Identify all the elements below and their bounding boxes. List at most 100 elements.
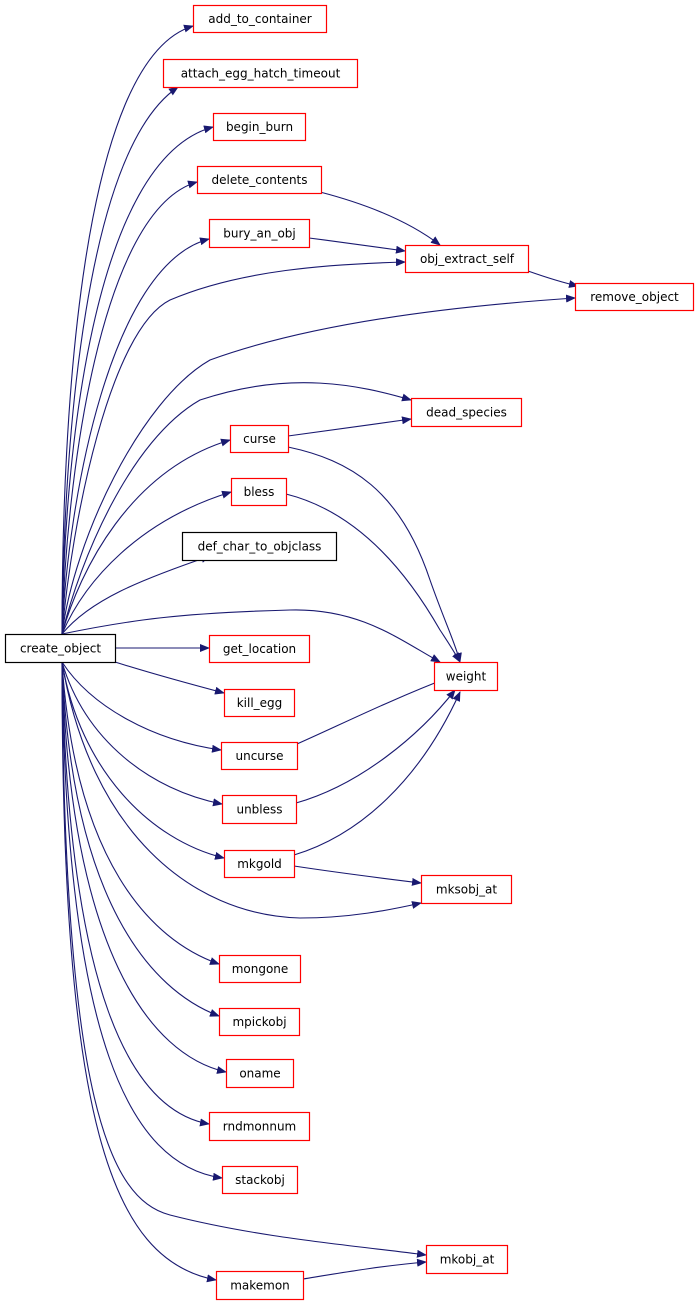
node-box-def_char_to_objclass: [181, 531, 338, 562]
node-makemon[interactable]: makemon: [215, 1270, 305, 1301]
edge-obj_extract_self-to-remove_object: [527, 270, 579, 288]
node-uncurse[interactable]: uncurse: [220, 741, 299, 771]
node-add_to_container[interactable]: add_to_container: [192, 4, 328, 34]
node-label-mkobj_at: mkobj_at: [440, 1253, 495, 1267]
node-create_object: create_object: [4, 633, 117, 664]
node-label-mpickobj: mpickobj: [232, 1015, 286, 1029]
node-label-makemon: makemon: [230, 1279, 290, 1293]
node-box-kill_egg: [223, 688, 296, 718]
node-box-mksobj_at: [420, 874, 513, 905]
edge-create_object-to-remove_object: [61, 294, 576, 635]
node-label-mksobj_at: mksobj_at: [436, 883, 498, 897]
edge-curse-to-dead_species: [287, 416, 412, 437]
edge-makemon-to-mkobj_at: [302, 1258, 427, 1280]
edge-create_object-to-attach_egg_hatch_timeout: [61, 86, 179, 635]
node-box-dead_species: [410, 397, 523, 428]
node-label-unbless: unbless: [236, 803, 282, 817]
node-mongone[interactable]: mongone: [218, 954, 302, 984]
node-attach_egg_hatch_timeout[interactable]: attach_egg_hatch_timeout: [162, 58, 359, 89]
edge-create_object-to-bless: [61, 490, 232, 635]
node-label-dead_species: dead_species: [426, 406, 507, 420]
edge-create_object-to-oname: [61, 661, 227, 1074]
node-box-bury_an_obj: [208, 218, 311, 249]
edge-create_object-to-def_char_to_objclass: [61, 555, 211, 635]
node-label-begin_burn: begin_burn: [226, 120, 293, 134]
node-label-delete_contents: delete_contents: [212, 173, 308, 187]
edge-unbless-to-weight: [295, 689, 456, 804]
node-box-mkgold: [223, 849, 296, 879]
edge-uncurse-to-weight: [296, 676, 451, 745]
node-label-remove_object: remove_object: [590, 290, 679, 304]
node-weight[interactable]: weight: [433, 661, 499, 692]
node-mpickobj[interactable]: mpickobj: [218, 1007, 301, 1037]
edge-create_object-to-mongone: [61, 661, 220, 965]
node-box-bless: [230, 477, 288, 507]
node-obj_extract_self[interactable]: obj_extract_self: [404, 244, 530, 274]
edge-delete_contents-to-obj_extract_self: [319, 191, 441, 246]
node-label-mongone: mongone: [232, 962, 289, 976]
edge-create_object-to-uncurse: [61, 661, 222, 753]
node-delete_contents[interactable]: delete_contents: [196, 165, 323, 195]
node-label-add_to_container: add_to_container: [208, 12, 312, 26]
node-label-oname: oname: [239, 1067, 280, 1081]
edge-create_object-to-kill_egg: [114, 661, 225, 695]
edge-create_object-to-mkgold: [61, 661, 225, 860]
node-def_char_to_objclass: def_char_to_objclass: [181, 531, 338, 562]
node-box-begin_burn: [212, 112, 307, 142]
node-get_location[interactable]: get_location: [208, 634, 311, 664]
node-box-mpickobj: [218, 1007, 301, 1037]
node-box-delete_contents: [196, 165, 323, 195]
node-curse[interactable]: curse: [229, 424, 290, 454]
edge-create_object-to-weight: [61, 609, 441, 663]
node-label-attach_egg_hatch_timeout: attach_egg_hatch_timeout: [181, 67, 341, 81]
edge-create_object-to-rndmonnum: [61, 661, 210, 1127]
edge-mkgold-to-weight: [293, 691, 461, 856]
node-kill_egg[interactable]: kill_egg: [223, 688, 296, 718]
node-mkgold[interactable]: mkgold: [223, 849, 296, 879]
node-label-uncurse: uncurse: [236, 749, 284, 763]
edge-create_object-to-begin_burn: [61, 125, 214, 635]
node-box-mongone: [218, 954, 302, 984]
node-label-bury_an_obj: bury_an_obj: [223, 227, 296, 241]
edge-create_object-to-mksobj_at: [61, 661, 422, 919]
node-remove_object[interactable]: remove_object: [574, 282, 695, 312]
node-box-attach_egg_hatch_timeout: [162, 58, 359, 89]
node-box-remove_object: [574, 282, 695, 312]
edge-create_object-to-makemon: [61, 661, 217, 1283]
node-label-mkgold: mkgold: [237, 857, 282, 871]
node-box-uncurse: [220, 741, 299, 771]
edge-create_object-to-mpickobj: [61, 661, 220, 1017]
edge-bless-to-weight: [285, 493, 461, 663]
node-label-create_object: create_object: [20, 642, 101, 656]
node-begin_burn[interactable]: begin_burn: [212, 112, 307, 142]
node-mkobj_at[interactable]: mkobj_at: [425, 1244, 509, 1275]
node-label-stackobj: stackobj: [235, 1173, 285, 1187]
node-bless[interactable]: bless: [230, 477, 288, 507]
node-box-unbless: [221, 794, 298, 825]
edge-create_object-to-obj_extract_self: [61, 258, 406, 635]
edges-layer: [61, 24, 579, 1283]
node-box-add_to_container: [192, 4, 328, 34]
node-bury_an_obj[interactable]: bury_an_obj: [208, 218, 311, 249]
node-dead_species[interactable]: dead_species: [410, 397, 523, 428]
node-label-weight: weight: [446, 670, 487, 684]
node-box-stackobj: [221, 1165, 299, 1195]
node-stackobj[interactable]: stackobj: [221, 1165, 299, 1195]
node-box-makemon: [215, 1270, 305, 1301]
node-label-obj_extract_self: obj_extract_self: [420, 252, 515, 266]
node-unbless[interactable]: unbless: [221, 794, 298, 825]
node-label-def_char_to_objclass: def_char_to_objclass: [198, 540, 322, 554]
node-box-oname: [225, 1058, 295, 1089]
edge-create_object-to-curse: [61, 438, 231, 635]
edge-create_object-to-stackobj: [61, 661, 223, 1181]
node-box-curse: [229, 424, 290, 454]
node-label-rndmonnum: rndmonnum: [223, 1120, 296, 1134]
node-oname[interactable]: oname: [225, 1058, 295, 1089]
node-box-obj_extract_self: [404, 244, 530, 274]
node-label-kill_egg: kill_egg: [237, 696, 283, 710]
node-label-get_location: get_location: [223, 642, 296, 656]
node-box-mkobj_at: [425, 1244, 509, 1275]
node-rndmonnum[interactable]: rndmonnum: [208, 1111, 311, 1142]
node-mksobj_at[interactable]: mksobj_at: [420, 874, 513, 905]
node-box-get_location: [208, 634, 311, 664]
